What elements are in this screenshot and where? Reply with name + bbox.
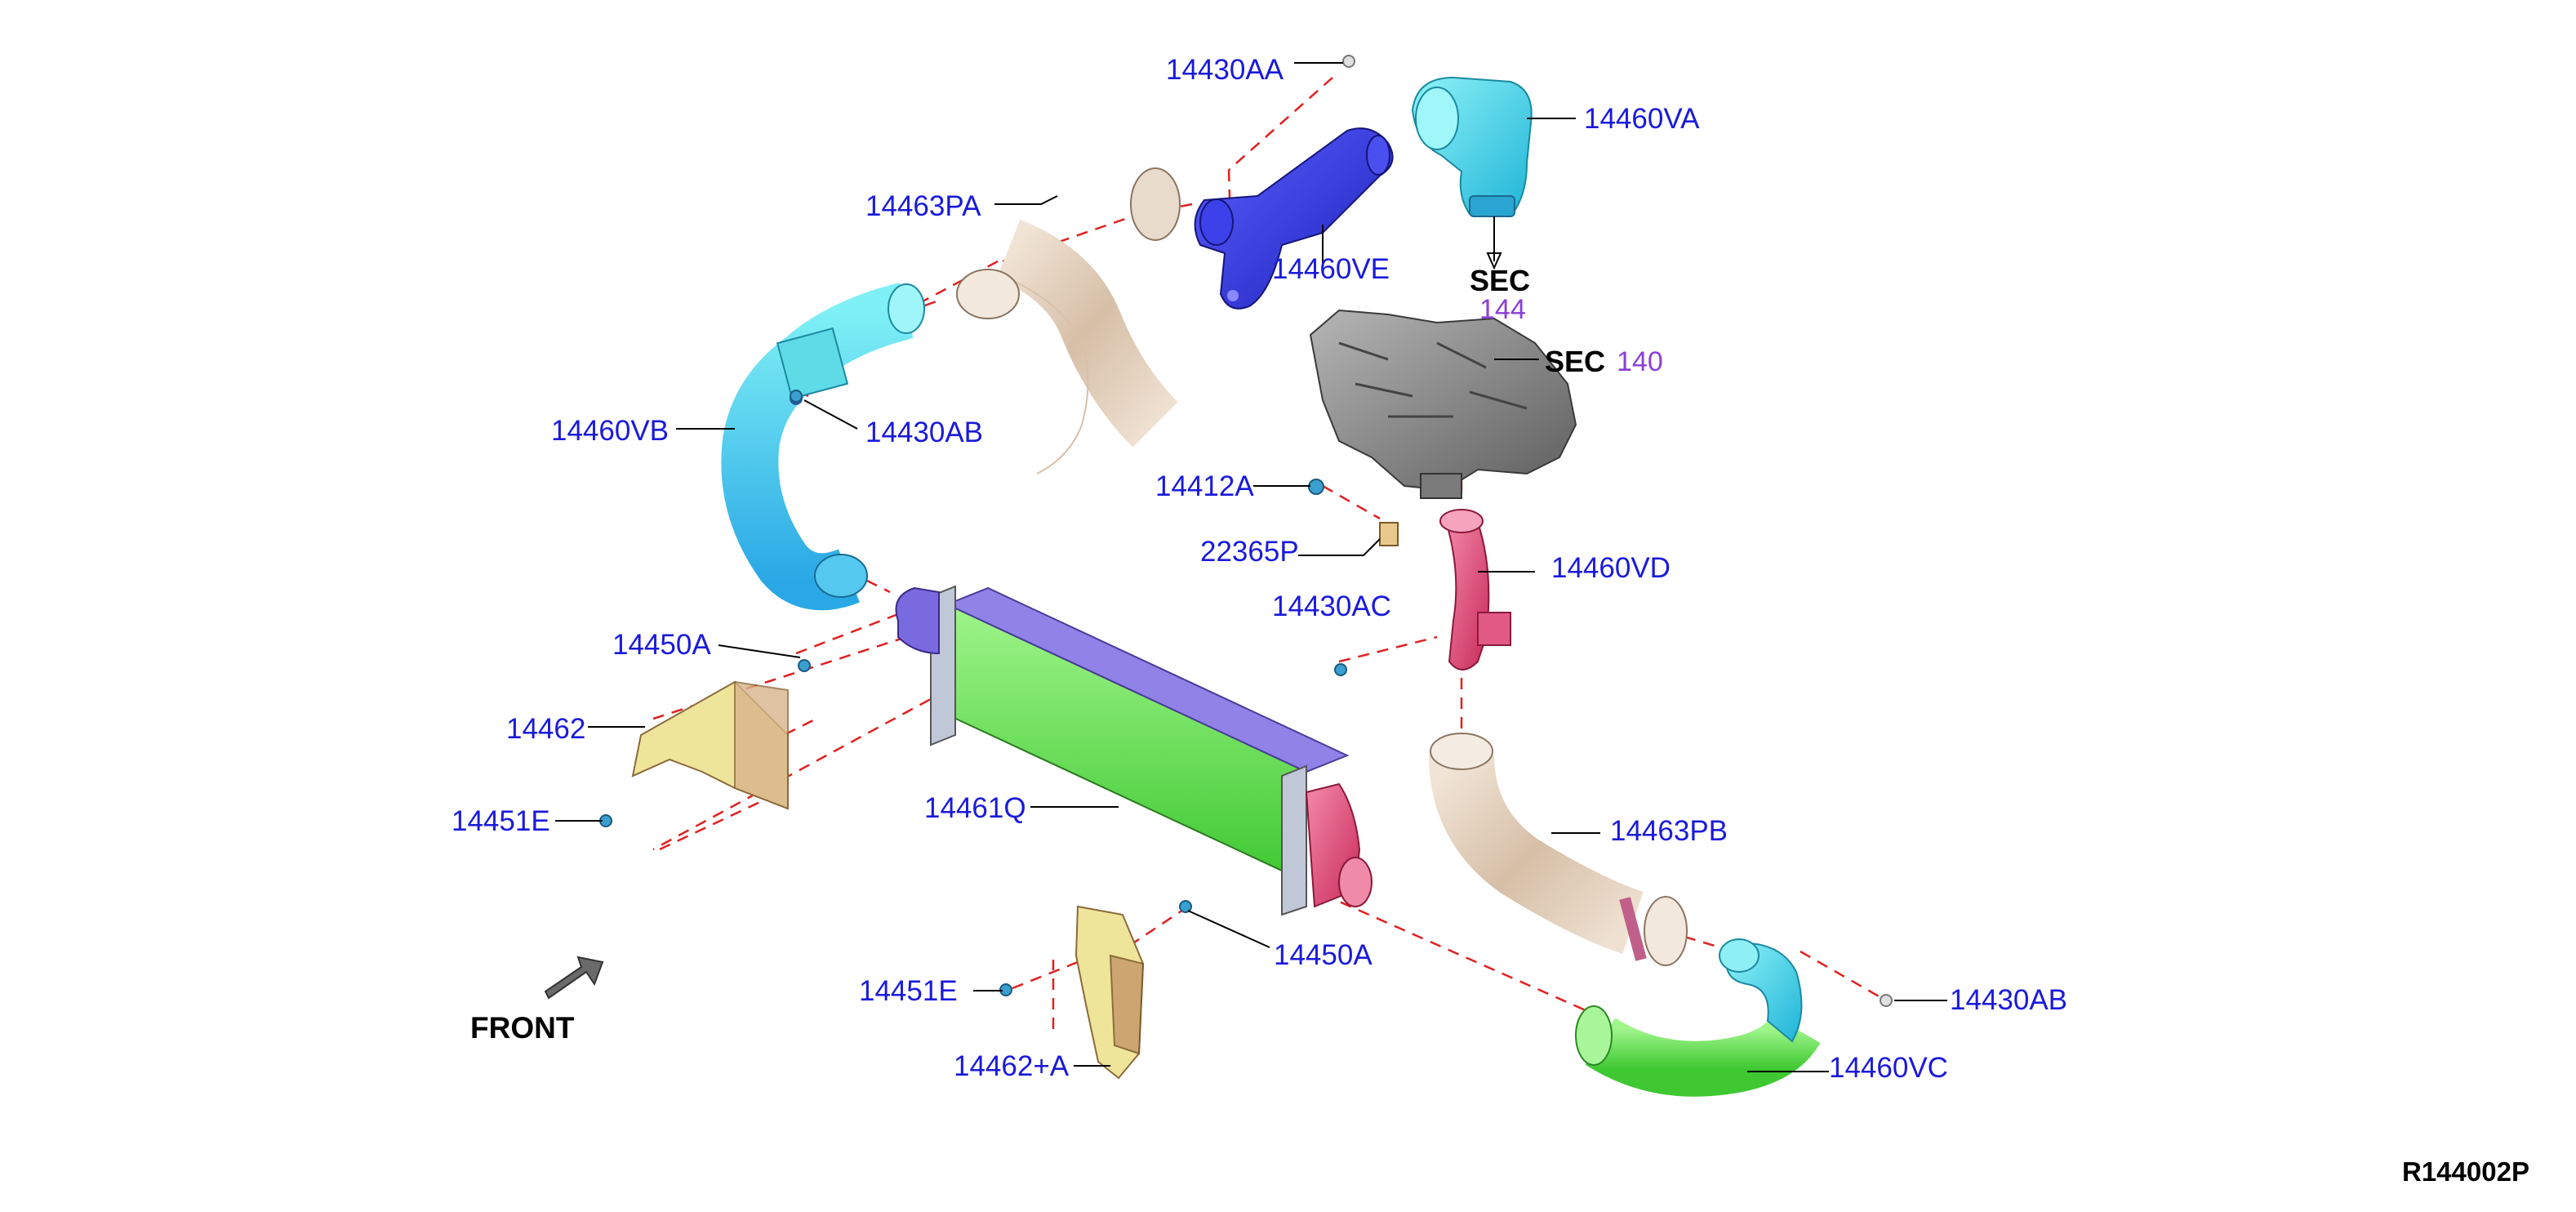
label-14430AB-top: 14430AB <box>865 417 984 448</box>
part-14463PA <box>956 167 1181 475</box>
label-14463PA: 14463PA <box>865 190 981 222</box>
label-leader-lines <box>555 62 1947 1072</box>
label-14460VC: 14460VC <box>1829 1052 1948 1084</box>
front-label: FRONT <box>470 1011 575 1045</box>
label-14461Q: 14461Q <box>924 792 1026 824</box>
label-14460VE: 14460VE <box>1272 253 1390 285</box>
label-14430AA: 14430AA <box>1166 54 1284 86</box>
section-ref-144-number: 144 <box>1479 294 1526 325</box>
front-arrow-icon <box>544 956 604 1000</box>
fasteners <box>599 55 1893 1007</box>
label-14430AC: 14430AC <box>1272 590 1391 622</box>
label-14412A: 14412A <box>1155 470 1254 502</box>
part-14462A-bracket <box>1074 905 1145 1080</box>
part-14460VE <box>1194 127 1394 310</box>
part-14460VC <box>1575 938 1821 1097</box>
part-14460VB <box>721 283 925 611</box>
part-14460VA <box>1411 76 1533 270</box>
part-14461Q-intercooler <box>895 585 1373 916</box>
section-ref-140-word: SEC <box>1545 345 1606 378</box>
part-22365P <box>1379 522 1399 546</box>
part-14460VD <box>1439 509 1511 671</box>
label-14450A-bottom: 14450A <box>1274 939 1373 971</box>
label-14462A: 14462+A <box>954 1050 1070 1082</box>
section-ref-140-number: 140 <box>1617 346 1663 377</box>
label-14451E-left: 14451E <box>452 805 550 837</box>
label-14463PB: 14463PB <box>1610 815 1728 847</box>
label-14460VB: 14460VB <box>551 415 670 447</box>
part-intake-manifold-sec140 <box>1309 309 1577 499</box>
label-14430AB-right: 14430AB <box>1950 984 2068 1016</box>
label-14462: 14462 <box>506 713 586 745</box>
label-14460VA: 14460VA <box>1584 103 1700 135</box>
label-22365P: 22365P <box>1200 536 1299 568</box>
label-14451E-bottom: 14451E <box>859 975 958 1007</box>
part-14462-bracket <box>631 680 789 810</box>
diagram-code: R144002P <box>2402 1156 2529 1187</box>
label-14460VD: 14460VD <box>1551 552 1671 584</box>
part-14463PB <box>1429 733 1688 966</box>
label-14450A-left: 14450A <box>612 629 711 661</box>
section-ref-144-word: SEC <box>1470 264 1531 297</box>
